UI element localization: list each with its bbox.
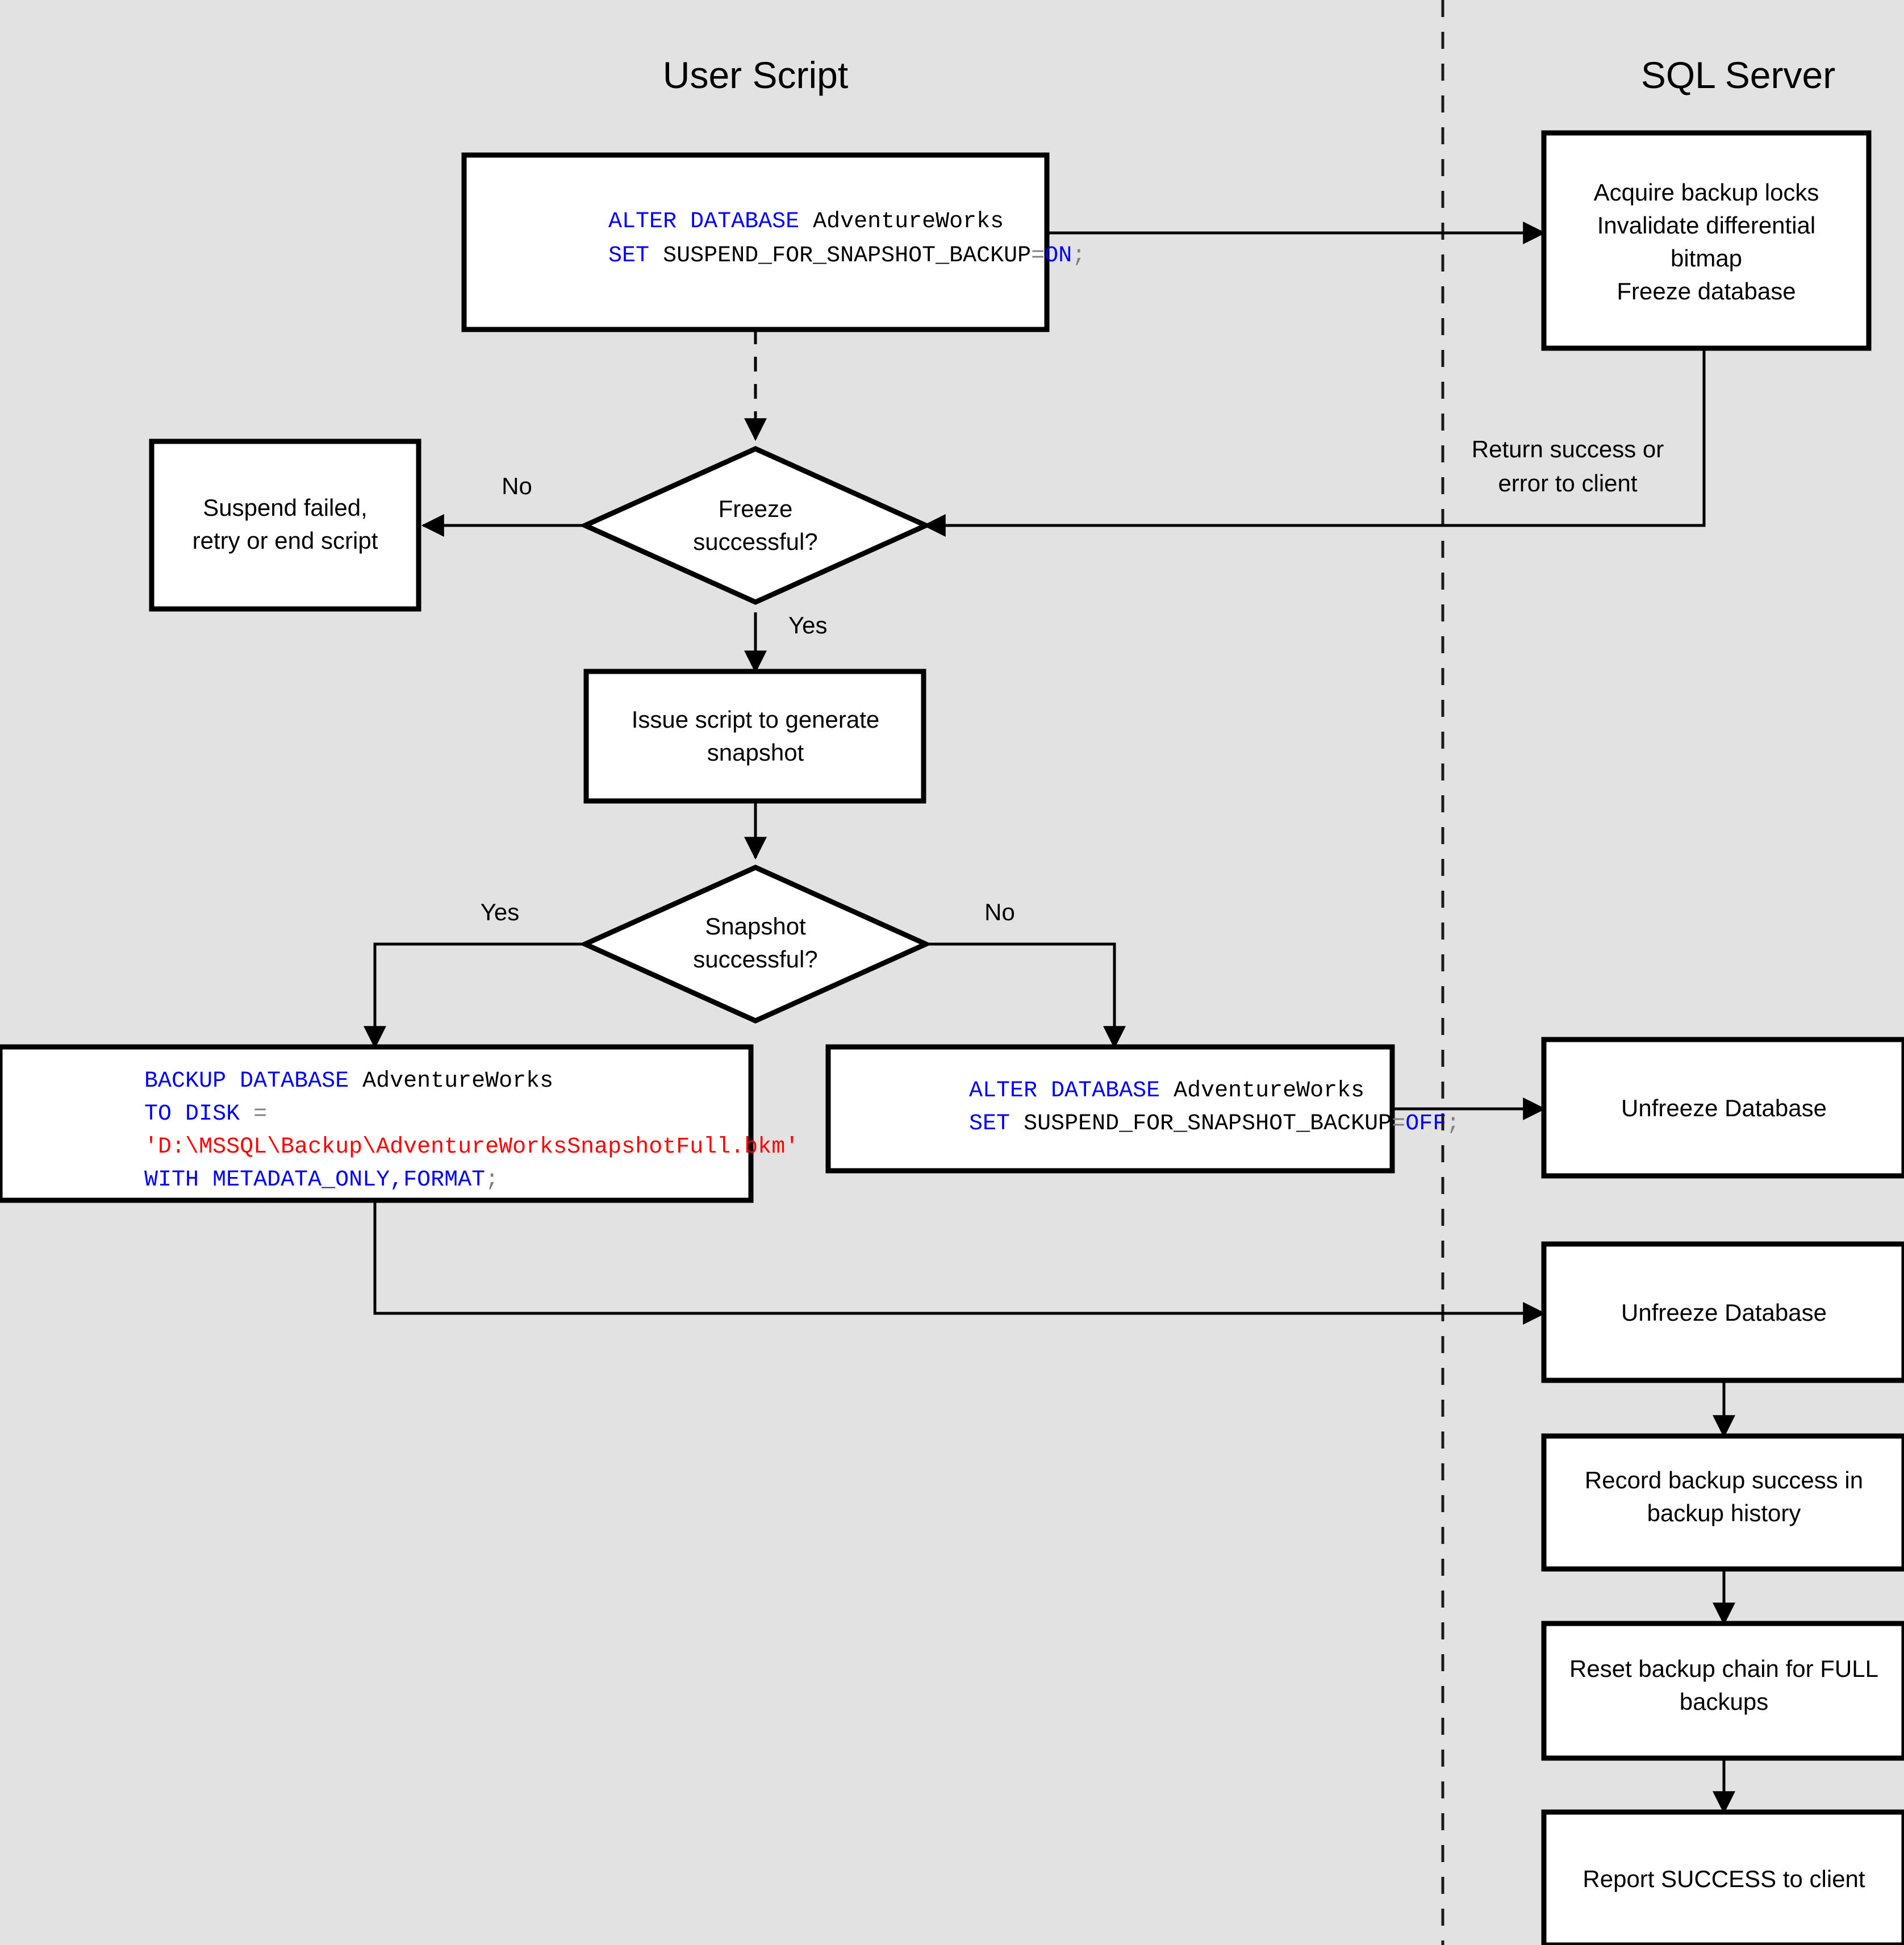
edge-backup-database-to-unfreeze-2 <box>373 1200 1546 1325</box>
node-suspend-failed-line-1: Suspend failed, <box>203 494 368 521</box>
node-suspend-failed[interactable]: Suspend failed, retry or end script <box>149 439 421 612</box>
node-backup-database-line-3: 'D:\MSSQL\Backup\AdventureWorksSnapshotF… <box>22 1134 894 1160</box>
node-backup-database[interactable]: BACKUP DATABASE AdventureWorks TO DISK =… <box>0 1044 894 1203</box>
edge-label-return-client-line2: error to client <box>1498 470 1637 496</box>
node-record-backup-line-2: backup history <box>1647 1500 1801 1526</box>
node-backup-database-line-4: WITH METADATA_ONLY,FORMAT; <box>22 1167 594 1193</box>
node-unfreeze-database-1[interactable]: Unfreeze Database <box>1541 1037 1904 1179</box>
node-acquire-backup-locks[interactable]: Acquire backup locks Invalidate differen… <box>1541 130 1872 351</box>
node-snapshot-decision-line-1: Snapshot <box>705 913 806 940</box>
edge-acquire-locks-to-freeze-decision <box>922 348 1706 537</box>
edge-snapshot-yes-to-backup-database <box>364 942 586 1049</box>
node-alter-database-off[interactable]: ALTER DATABASE AdventureWorks SET SUSPEN… <box>825 1044 1555 1174</box>
node-acquire-locks-line-1: Acquire backup locks <box>1594 179 1819 206</box>
node-freeze-successful-decision[interactable]: Freeze successful? <box>579 446 932 605</box>
lane-title-sql-server: SQL Server <box>1641 54 1835 96</box>
edge-label-freeze-no: No <box>502 473 532 499</box>
node-backup-database-line-1: BACKUP DATABASE AdventureWorks <box>22 1069 649 1094</box>
node-alter-off-line-1: ALTER DATABASE AdventureWorks <box>846 1078 1460 1104</box>
node-unfreeze-2-label: Unfreeze Database <box>1621 1299 1827 1326</box>
node-acquire-locks-line-4: Freeze database <box>1617 278 1796 304</box>
edge-label-snapshot-no: No <box>984 899 1015 925</box>
node-unfreeze-database-2[interactable]: Unfreeze Database <box>1541 1241 1904 1383</box>
node-issue-script-line-2: snapshot <box>707 739 804 766</box>
node-alter-on-line-1: ALTER DATABASE AdventureWorks <box>486 209 1099 235</box>
node-alter-off-line-2: SET SUSPEND_FOR_SNAPSHOT_BACKUP=OFF; <box>846 1111 1555 1137</box>
node-alter-on-line-2: SET SUSPEND_FOR_SNAPSHOT_BACKUP=ON; <box>486 243 1181 269</box>
edge-label-snapshot-yes: Yes <box>481 899 520 925</box>
node-issue-script-line-1: Issue script to generate <box>632 706 880 733</box>
node-alter-database-on[interactable]: ALTER DATABASE AdventureWorks SET SUSPEN… <box>461 152 1181 332</box>
lane-title-user-script: User Script <box>663 54 848 96</box>
node-backup-database-line-2: TO DISK = <box>22 1101 362 1127</box>
node-snapshot-successful-decision[interactable]: Snapshot successful? <box>579 865 932 1024</box>
node-record-backup-line-1: Record backup success in <box>1585 1467 1863 1493</box>
node-report-success-label: Report SUCCESS to client <box>1583 1865 1865 1892</box>
node-acquire-locks-line-2: Invalidate differential <box>1597 212 1815 239</box>
node-issue-script-to-generate-snapshot[interactable]: Issue script to generate snapshot <box>583 669 926 804</box>
node-suspend-failed-line-2: retry or end script <box>193 527 378 554</box>
node-snapshot-decision-line-2: successful? <box>693 946 817 972</box>
edge-snapshot-no-to-alter-off <box>925 942 1126 1049</box>
node-freeze-decision-line-2: successful? <box>693 528 817 555</box>
node-freeze-decision-line-1: Freeze <box>719 495 793 522</box>
node-reset-backup-chain[interactable]: Reset backup chain for FULL backups <box>1541 1621 1904 1761</box>
node-reset-chain-line-1: Reset backup chain for FULL <box>1569 1655 1878 1682</box>
node-report-success-to-client[interactable]: Report SUCCESS to client <box>1541 1809 1904 1945</box>
node-acquire-locks-line-3: bitmap <box>1671 245 1742 272</box>
node-unfreeze-1-label: Unfreeze Database <box>1621 1095 1827 1121</box>
edge-label-return-client-line1: Return success or <box>1472 436 1664 462</box>
node-record-backup-success[interactable]: Record backup success in backup history <box>1541 1433 1904 1572</box>
node-reset-chain-line-2: backups <box>1680 1688 1768 1715</box>
edge-label-freeze-yes: Yes <box>788 612 828 638</box>
